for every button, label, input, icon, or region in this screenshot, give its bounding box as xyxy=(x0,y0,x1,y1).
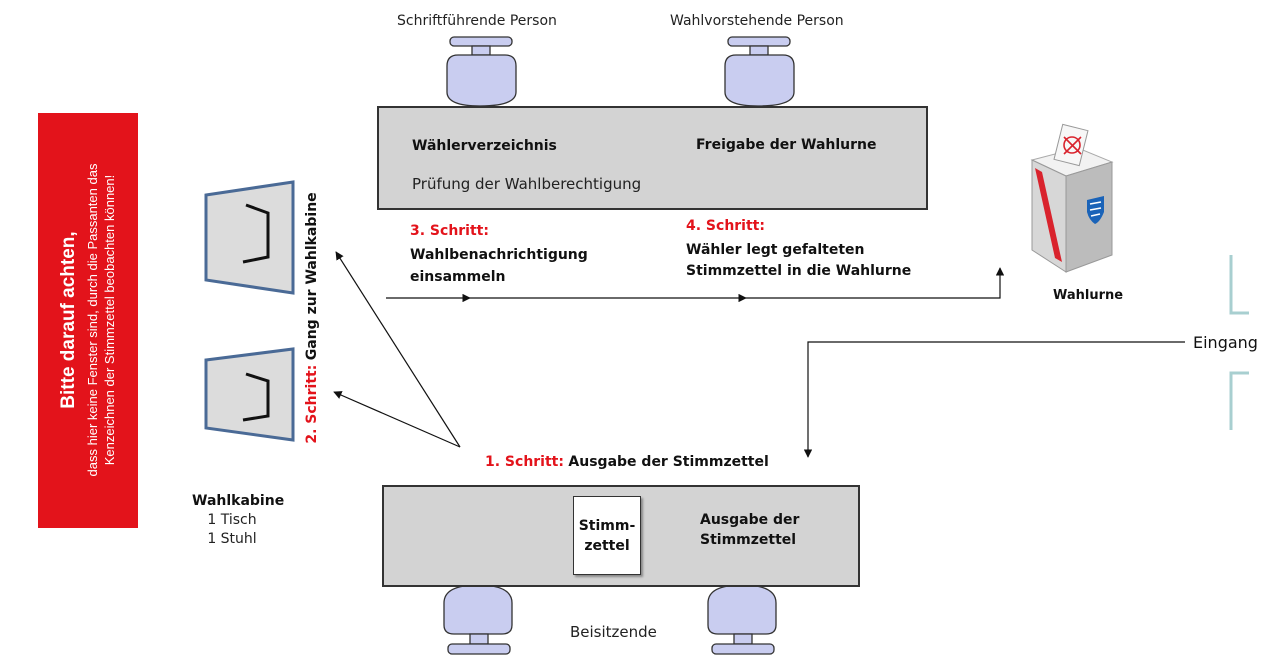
label-chairperson: Wahlvorstehende Person xyxy=(670,13,844,29)
booth-top xyxy=(204,180,295,295)
notice-banner: Bitte darauf achten, dass hier keine Fen… xyxy=(38,113,138,528)
eligibility-check-label: Prüfung der Wahlberechtigung xyxy=(412,175,642,193)
booth-title: Wahlkabine xyxy=(192,493,285,509)
issue-label-1: Ausgabe der xyxy=(700,512,800,528)
ballot-card-text: Stimm- zettel xyxy=(578,517,636,554)
assessors-label: Beisitzende xyxy=(570,623,657,641)
step1-label: 1. Schritt: Ausgabe der Stimmzettel xyxy=(485,453,769,471)
step4-line2: Stimmzettel in die Wahlurne xyxy=(686,263,912,279)
chair-bottom-right xyxy=(707,584,777,655)
label-recording-person: Schriftführende Person xyxy=(397,13,557,29)
chair-top-left xyxy=(446,36,517,107)
issue-label-2: Stimmzettel xyxy=(700,532,797,548)
entrance-label: Eingang xyxy=(1193,333,1258,352)
urn-release-label: Freigabe der Wahlurne xyxy=(696,137,877,153)
table-top xyxy=(377,106,928,210)
path-arrows xyxy=(333,251,1185,458)
chair-top-right xyxy=(724,36,795,107)
urn-label: Wahlurne xyxy=(1053,288,1124,303)
booth-caption: Wahlkabine 1 Tisch 1 Stuhl xyxy=(192,493,285,547)
step4-prefix: 4. Schritt: xyxy=(686,218,765,234)
booth-bottom xyxy=(204,347,295,442)
step2-text: Gang zur Wahlkabine xyxy=(304,192,320,361)
booth-table: 1 Tisch xyxy=(207,512,257,528)
voter-list-label: Wählerverzeichnis xyxy=(412,138,557,154)
entrance-door-marks xyxy=(1229,255,1249,430)
step3-line2: einsammeln xyxy=(410,269,506,285)
step1-prefix: 1. Schritt: xyxy=(485,454,564,470)
ballot-card: Stimm- zettel xyxy=(573,496,641,575)
ballot-box-icon xyxy=(1030,123,1114,273)
step3-line1: Wahlbenachrichtigung xyxy=(410,247,588,263)
booth-chair: 1 Stuhl xyxy=(207,531,257,547)
step2-prefix: 2. Schritt: xyxy=(304,364,320,444)
step4-line1: Wähler legt gefalteten xyxy=(686,242,865,258)
step3-prefix: 3. Schritt: xyxy=(410,223,489,239)
chair-bottom-left xyxy=(443,584,513,655)
step2-label: 2. Schritt: Gang zur Wahlkabine xyxy=(303,178,321,458)
step1-text: Ausgabe der Stimmzettel xyxy=(568,454,769,470)
